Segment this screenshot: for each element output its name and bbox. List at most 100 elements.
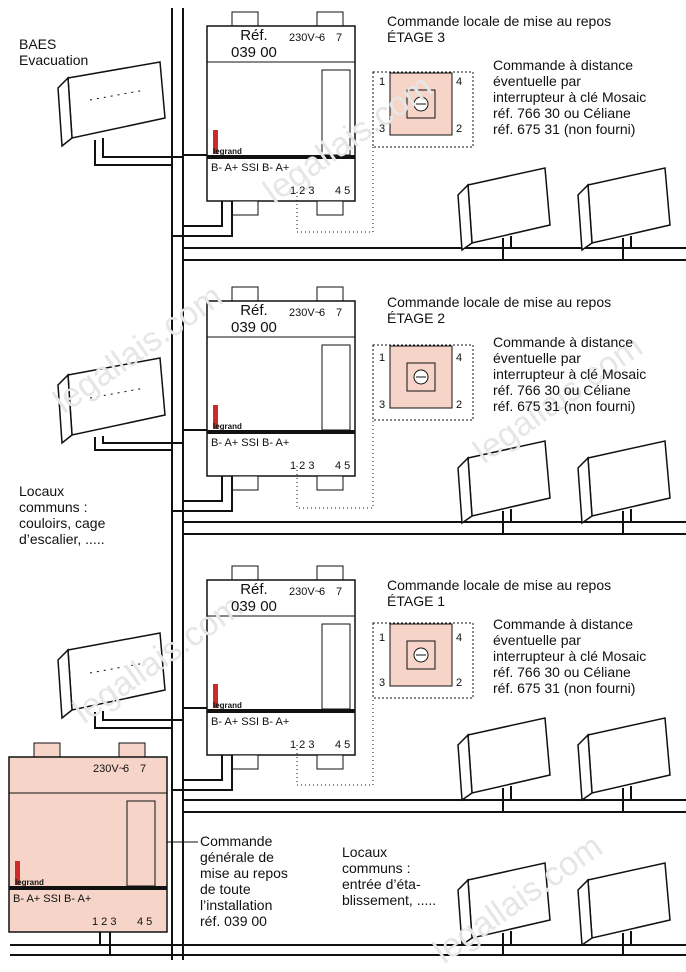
baes-luminaire-2 — [57, 357, 183, 451]
switch-terminal-2: 2 — [456, 399, 463, 411]
remote-line: réf. 766 30 ou Céliane — [493, 105, 631, 121]
module-ref-etage-1: Réf. 039 00 — [231, 581, 277, 615]
locaux-line: communs : — [19, 499, 88, 515]
remote-line: Commande à distance — [493, 616, 634, 632]
module-ref-line: Réf. — [240, 27, 268, 44]
terminal-nums-right: 4 5 — [335, 739, 351, 751]
general-line: réf. 039 00 — [200, 913, 267, 929]
terminal-7: 7 — [336, 32, 343, 44]
module-ref-line: 039 00 — [231, 598, 277, 615]
switch-terminal-4: 4 — [456, 632, 463, 644]
remote-line: réf. 766 30 ou Céliane — [493, 664, 631, 680]
local-command-title: Commande locale de mise au repos — [387, 577, 612, 593]
baes-line: BAES — [19, 36, 57, 52]
voltage-label: 230V~ — [93, 763, 126, 775]
voltage-label: 230V~ — [289, 32, 322, 44]
local-command-etage-1: Commande locale de mise au repos ÉTAGE 1 — [387, 577, 611, 609]
brand-logo: legrand — [213, 422, 242, 431]
remote-line: interrupteur à clé Mosaic — [493, 89, 647, 105]
brand-logo: legrand — [213, 701, 242, 710]
module-etage-1 — [206, 565, 356, 770]
local-command-etage-3: Commande locale de mise au repos ÉTAGE 3 — [387, 13, 611, 45]
remote-command-etage-2: Commande à distance éventuelle par inter… — [493, 334, 646, 414]
baes-label: BAES Evacuation — [19, 36, 88, 68]
general-line: mise au repos — [200, 865, 288, 881]
general-line: Commande — [200, 833, 273, 849]
general-line: l’installation — [200, 897, 273, 913]
voltage-label: 230V~ — [289, 307, 322, 319]
bottom-terminal-labels: B- A+ SSI B- A+ — [211, 716, 290, 728]
floor-luminaires — [457, 167, 671, 947]
locaux-line: communs : — [342, 860, 411, 876]
module-etage-3 — [206, 11, 356, 216]
remote-line: réf. 675 31 (non fourni) — [493, 121, 636, 137]
general-line: de toute — [200, 881, 251, 897]
terminal-7: 7 — [140, 763, 147, 775]
switch-terminal-3: 3 — [379, 399, 386, 411]
key-switch-etage-2 — [296, 344, 474, 509]
bottom-terminal-labels: B- A+ SSI B- A+ — [211, 162, 290, 174]
module-ref-etage-3: Réf. 039 00 — [231, 27, 277, 61]
luminaire-drops — [502, 236, 632, 955]
switch-terminal-3: 3 — [379, 123, 386, 135]
terminal-nums-left: 1 2 3 — [92, 916, 117, 928]
floor-name: ÉTAGE 3 — [387, 29, 446, 45]
switch-terminal-2: 2 — [456, 677, 463, 689]
switch-terminal-3: 3 — [379, 677, 386, 689]
terminal-6: 6 — [319, 307, 326, 319]
locaux-line: Locaux — [342, 844, 388, 860]
module-ref-etage-2: Réf. 039 00 — [231, 302, 277, 336]
brand-logo: legrand — [213, 147, 242, 156]
locaux-line: blissement, ..... — [342, 892, 437, 908]
remote-line: réf. 675 31 (non fourni) — [493, 398, 636, 414]
bottom-terminal-labels: B- A+ SSI B- A+ — [211, 437, 290, 449]
floor-bus-lines — [183, 247, 686, 813]
terminal-nums-left: 1 2 3 — [290, 460, 315, 472]
key-switch-etage-3 — [296, 71, 474, 233]
terminal-nums-left: 1 2 3 — [290, 185, 315, 197]
local-command-title: Commande locale de mise au repos — [387, 13, 612, 29]
terminal-nums-right: 4 5 — [335, 185, 351, 197]
main-bus — [171, 8, 184, 960]
local-command-title: Commande locale de mise au repos — [387, 294, 612, 310]
floor-name: ÉTAGE 1 — [387, 593, 446, 609]
remote-line: éventuelle par — [493, 632, 581, 648]
module-ref-line: 039 00 — [231, 44, 277, 61]
module-ref-line: 039 00 — [231, 319, 277, 336]
remote-line: réf. 766 30 ou Céliane — [493, 382, 631, 398]
module-ref-line: Réf. — [240, 581, 268, 598]
terminal-7: 7 — [336, 586, 343, 598]
bottom-bus — [10, 944, 686, 956]
voltage-label: 230V~ — [289, 586, 322, 598]
terminal-nums-right: 4 5 — [137, 916, 153, 928]
locaux-communs-label: Locaux communs : couloirs, cage d’escali… — [19, 483, 105, 547]
switch-terminal-1: 1 — [379, 76, 386, 88]
module-ref-line: Réf. — [240, 302, 268, 319]
remote-line: Commande à distance — [493, 334, 634, 350]
locaux-line: entrée d’éta- — [342, 876, 421, 892]
baes-luminaire-3 — [57, 632, 183, 729]
switch-terminal-1: 1 — [379, 632, 386, 644]
module-bus-connections — [99, 154, 233, 955]
general-command-label: Commande générale de mise au repos de to… — [200, 833, 288, 929]
switch-terminal-4: 4 — [456, 76, 463, 88]
remote-line: éventuelle par — [493, 350, 581, 366]
brand-logo: legrand — [15, 878, 44, 887]
remote-line: Commande à distance — [493, 57, 634, 73]
remote-line: interrupteur à clé Mosaic — [493, 366, 647, 382]
remote-command-etage-3: Commande à distance éventuelle par inter… — [493, 57, 646, 137]
terminal-nums-right: 4 5 — [335, 460, 351, 472]
module-general — [8, 742, 168, 933]
floor-name: ÉTAGE 2 — [387, 310, 446, 326]
baes-luminaire-1 — [57, 61, 183, 166]
module-etage-2 — [206, 286, 356, 491]
local-command-etage-2: Commande locale de mise au repos ÉTAGE 2 — [387, 294, 611, 326]
locaux-line: couloirs, cage — [19, 515, 106, 531]
switch-terminal-1: 1 — [379, 352, 386, 364]
key-switch-etage-1 — [296, 622, 474, 786]
switch-terminal-4: 4 — [456, 352, 463, 364]
locaux-line: d’escalier, ..... — [19, 531, 105, 547]
remote-line: éventuelle par — [493, 73, 581, 89]
terminal-7: 7 — [336, 307, 343, 319]
